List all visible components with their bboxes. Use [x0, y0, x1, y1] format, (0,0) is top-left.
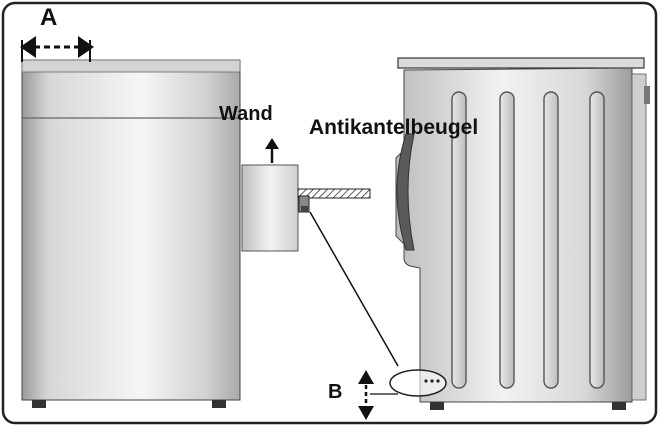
- dimension-a-label: A: [40, 4, 58, 31]
- double-arrow-vertical-icon: [358, 370, 398, 420]
- leader-line: [309, 211, 399, 367]
- wall-block: [241, 164, 299, 252]
- wall-label: Wand: [219, 103, 273, 125]
- washer-front-view: [21, 59, 241, 408]
- dimension-b-label: B: [328, 381, 343, 403]
- double-arrow-horizontal-icon: [20, 36, 94, 62]
- bracket-label: Antikantelbeugel: [309, 116, 479, 139]
- anti-tilt-bracket: [297, 188, 371, 213]
- washer-side-view: [395, 57, 650, 410]
- arrow-up-icon: [265, 138, 279, 163]
- foot-detail: [389, 369, 447, 397]
